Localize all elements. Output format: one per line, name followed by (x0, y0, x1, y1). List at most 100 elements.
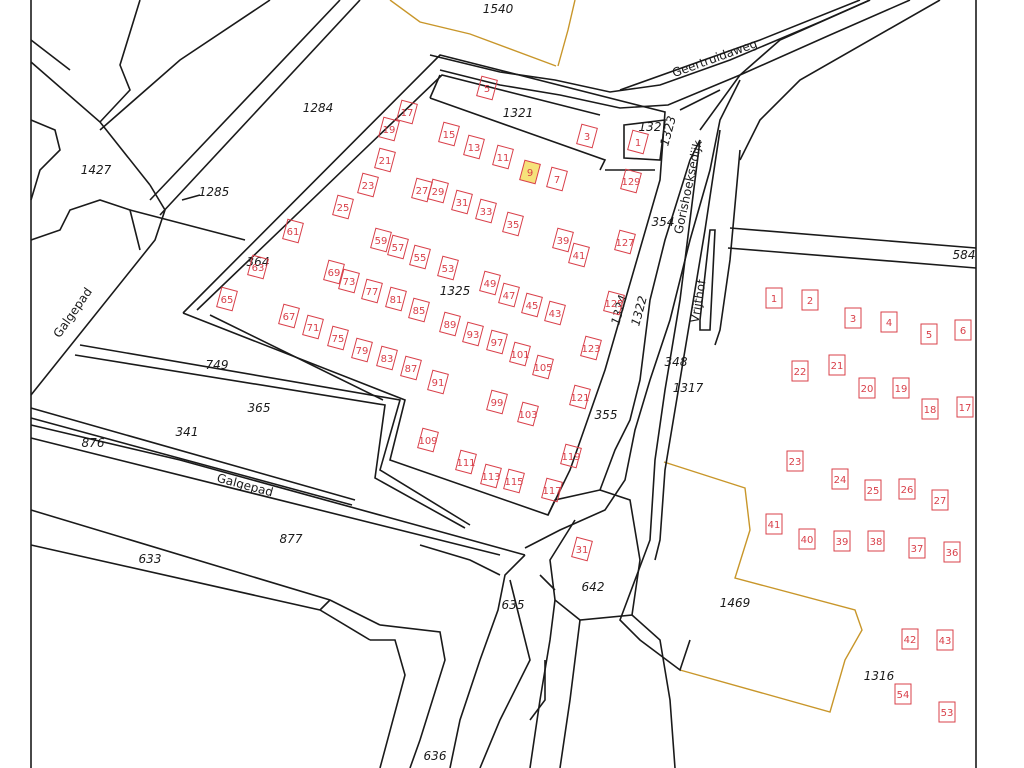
building-outline (898, 478, 916, 500)
house-number: 20 (861, 384, 874, 395)
house-footprint: 91 (427, 369, 449, 395)
building-outline (338, 268, 360, 294)
house-number: 19 (383, 125, 396, 136)
building-outline (580, 335, 602, 361)
building-outline (427, 178, 449, 204)
building-outline (614, 229, 636, 255)
building-outline (376, 345, 398, 371)
parcel-label: 1325 (440, 284, 471, 298)
building-outline (370, 227, 392, 253)
house-footprint: 25 (332, 194, 354, 220)
map-frame (30, 0, 977, 768)
building-outline (498, 282, 520, 308)
house-footprint: 42 (901, 628, 919, 650)
house-footprint: 47 (498, 282, 520, 308)
parcel-lines (30, 0, 977, 768)
parcel-label: 1469 (720, 596, 751, 610)
building-outline (576, 123, 598, 149)
house-footprint: 49 (479, 270, 501, 296)
house-number: 11 (497, 153, 510, 164)
building-outline (571, 536, 593, 562)
house-number: 63 (252, 263, 265, 274)
house-number: 71 (307, 323, 320, 334)
house-footprint: 53 (938, 701, 956, 723)
house-footprint: 9 (519, 159, 541, 185)
building-outline (396, 99, 418, 125)
house-number: 6 (960, 326, 966, 337)
building-outline (509, 341, 531, 367)
house-footprint: 27 (931, 489, 949, 511)
house-number: 119 (561, 452, 580, 463)
house-number: 65 (221, 295, 234, 306)
house-number: 23 (362, 181, 375, 192)
building-outline (247, 254, 269, 280)
building-outline (620, 168, 642, 194)
street-label: Galgepad (50, 285, 94, 340)
parcel-label: 1540 (483, 2, 514, 16)
house-footprint: 115 (503, 468, 525, 494)
building-outline (438, 121, 460, 147)
house-number: 25 (337, 203, 350, 214)
building-outline (892, 377, 910, 399)
parcel-label: 876 (82, 436, 105, 450)
house-footprint: 103 (517, 401, 539, 427)
house-footprint: 6 (954, 319, 972, 341)
building-outline (439, 311, 461, 337)
house-footprint: 61 (282, 218, 304, 244)
building-outline (858, 377, 876, 399)
house-footprint: 109 (417, 427, 439, 453)
building-outline (517, 401, 539, 427)
parcel-label: 635 (502, 598, 525, 612)
building-outline (492, 144, 514, 170)
house-footprint: 23 (786, 450, 804, 472)
house-number: 101 (510, 350, 529, 361)
building-outline (765, 513, 783, 535)
house-footprint: 83 (376, 345, 398, 371)
house-footprint: 43 (936, 629, 954, 651)
house-number: 67 (283, 312, 296, 323)
building-outline (502, 211, 524, 237)
street-label: Gorishoeksedijk (671, 139, 705, 235)
house-footprint: 59 (370, 227, 392, 253)
house-footprint: 71 (302, 314, 324, 340)
house-number: 13 (468, 143, 481, 154)
house-number: 89 (444, 320, 457, 331)
house-number: 123 (581, 344, 600, 355)
house-footprint: 20 (858, 377, 876, 399)
house-number: 3 (850, 314, 856, 325)
house-number: 77 (366, 287, 379, 298)
parcel-label: 348 (665, 355, 688, 369)
house-footprint: 89 (439, 311, 461, 337)
house-number: 97 (491, 338, 504, 349)
house-number: 22 (794, 367, 807, 378)
house-number: 2 (807, 296, 813, 307)
house-number: 43 (939, 636, 952, 647)
house-footprint: 54 (894, 683, 912, 705)
house-number: 3 (584, 132, 590, 143)
house-number: 43 (549, 309, 562, 320)
house-number: 39 (836, 537, 849, 548)
parcel-label: 1285 (199, 185, 230, 199)
house-footprint: 36 (943, 541, 961, 563)
parcel-label: 1316 (864, 669, 895, 683)
building-outline (332, 194, 354, 220)
house-footprint: 35 (502, 211, 524, 237)
house-number: 35 (507, 220, 520, 231)
house-number: 36 (946, 548, 959, 559)
building-outline (480, 463, 502, 489)
building-outline (552, 227, 574, 253)
house-number: 69 (328, 268, 341, 279)
building-outline (455, 449, 477, 475)
parcel-label: 584 (953, 248, 976, 262)
building-outline (921, 398, 939, 420)
house-number: 17 (401, 108, 414, 119)
house-footprint: 26 (898, 478, 916, 500)
parcel-label: 341 (176, 425, 199, 439)
house-number: 55 (414, 253, 427, 264)
house-number: 81 (390, 295, 403, 306)
house-footprint: 43 (544, 300, 566, 326)
house-number: 73 (343, 277, 356, 288)
house-number: 83 (381, 354, 394, 365)
building-outline (544, 300, 566, 326)
building-outline (541, 477, 563, 503)
